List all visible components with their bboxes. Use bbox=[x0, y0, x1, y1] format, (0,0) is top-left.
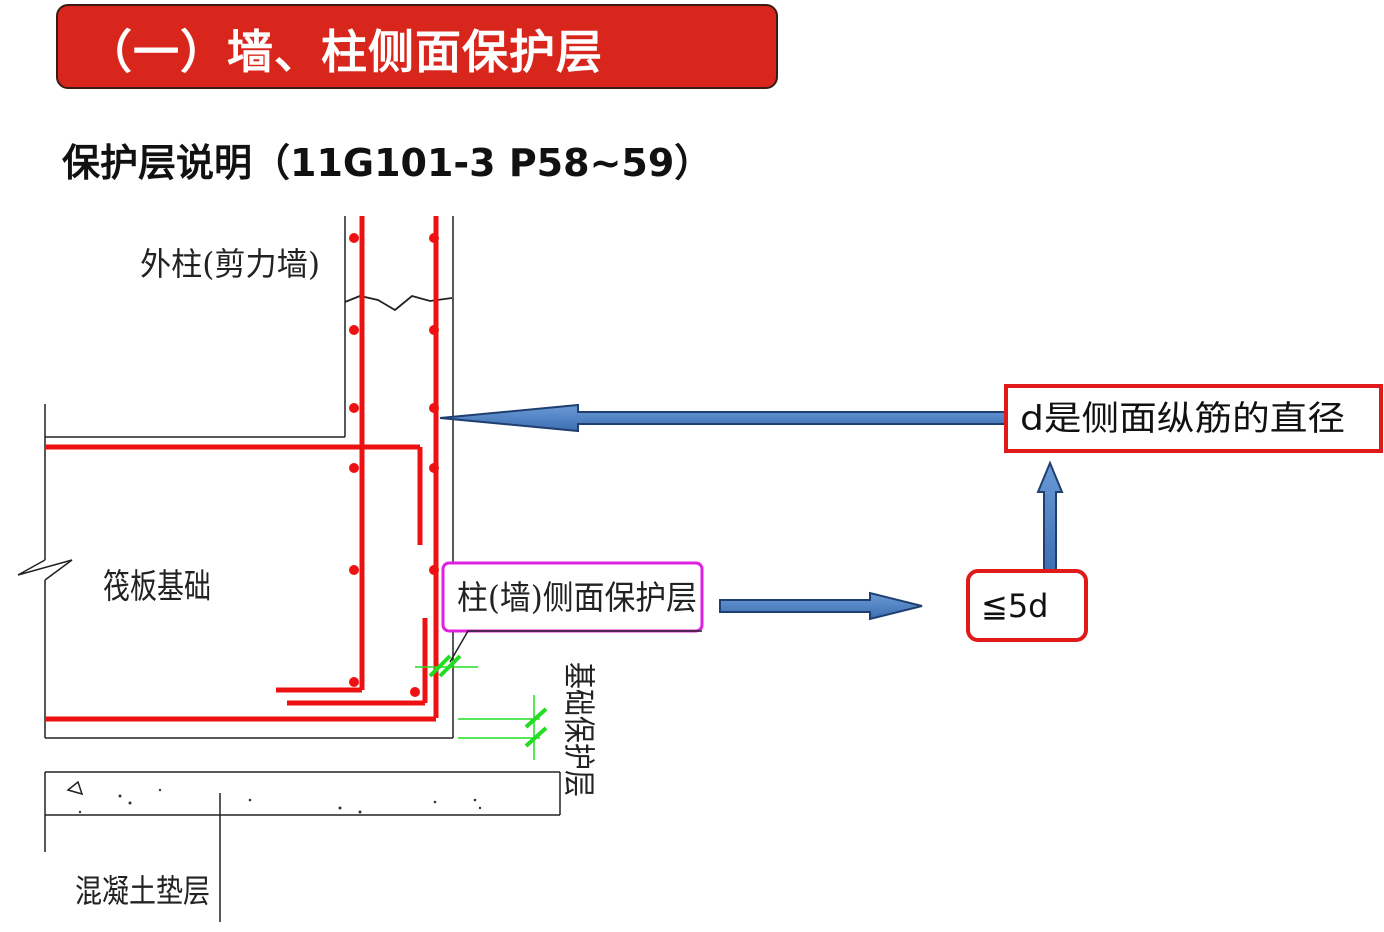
page-title: （一）墙、柱侧面保护层 bbox=[86, 25, 603, 79]
cushion-aggregate-dots bbox=[78, 788, 482, 814]
dimension-marks bbox=[415, 654, 548, 760]
foundation-cover-label: 基础保护层 bbox=[560, 662, 598, 797]
concrete-cushion bbox=[44, 771, 561, 922]
rebar-dots bbox=[349, 233, 439, 697]
long-left-arrow bbox=[439, 403, 1007, 433]
concrete-cushion-label: 混凝土垫层 bbox=[75, 872, 210, 910]
rebars bbox=[45, 216, 439, 722]
outer-column-label: 外柱(剪力墙) bbox=[140, 245, 320, 283]
raft-foundation-label: 筏板基础 bbox=[103, 567, 211, 607]
diameter-note-text: d是侧面纵筋的直径 bbox=[1020, 399, 1345, 439]
title-banner: （一）墙、柱侧面保护层 bbox=[56, 4, 778, 89]
side-cover-label: 柱(墙)侧面保护层 bbox=[457, 578, 697, 617]
up-arrow bbox=[1036, 460, 1064, 573]
right-arrow bbox=[719, 591, 923, 621]
diameter-note-box bbox=[1004, 384, 1383, 453]
concrete-outline bbox=[17, 216, 454, 739]
leader-line bbox=[449, 630, 702, 663]
limit-box bbox=[966, 569, 1088, 642]
page-subtitle: 保护层说明（11G101-3 P58~59） bbox=[62, 141, 713, 185]
limit-text: ≦5d bbox=[981, 587, 1048, 625]
